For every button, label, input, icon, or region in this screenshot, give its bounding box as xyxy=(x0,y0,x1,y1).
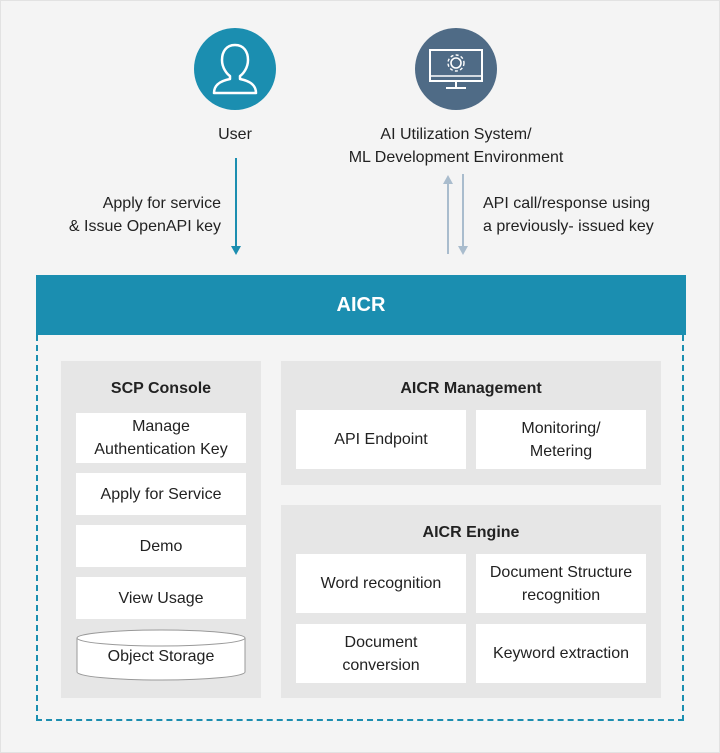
manage-auth-key-line1: Manage xyxy=(132,418,190,435)
word-recognition-label: Word recognition xyxy=(320,575,442,592)
keyword-extraction-box: Keyword extraction xyxy=(476,624,646,683)
aicr-container xyxy=(36,275,684,721)
object-storage-label: Object Storage xyxy=(107,648,215,665)
database-icon xyxy=(76,629,246,681)
view-usage-label: View Usage xyxy=(118,589,204,607)
scp-console-title: SCP Console xyxy=(110,380,212,397)
monitoring-line1: Monitoring/ xyxy=(521,419,601,437)
user-flow-label: Apply for service & Issue OpenAPI key xyxy=(41,192,221,238)
system-label: AI Utilization System/ ML Development En… xyxy=(311,123,601,169)
flow-arrows xyxy=(231,158,468,255)
scp-console-panel: SCP Console Manage Authentication Key Ap… xyxy=(61,361,261,698)
api-endpoint-label: API Endpoint xyxy=(334,431,428,448)
system-flow-line2: a previously- issued key xyxy=(483,218,654,235)
user-flow-line1: Apply for service xyxy=(102,195,221,212)
api-endpoint-box: API Endpoint xyxy=(296,410,466,469)
user-flow-line2: & Issue OpenAPI key xyxy=(68,218,221,235)
user-arrow xyxy=(231,158,241,255)
doc-structure-box: Document Structure recognition xyxy=(476,554,646,613)
aicr-title: AICR xyxy=(336,293,386,316)
aicr-header: AICR xyxy=(36,275,686,335)
user-circle xyxy=(194,28,276,110)
apply-for-service-box: Apply for Service xyxy=(76,473,246,515)
system-label-line2: ML Development Environment xyxy=(348,149,564,166)
doc-conversion-line2: conversion xyxy=(342,656,420,674)
apply-for-service-label: Apply for Service xyxy=(100,485,222,503)
doc-conversion-box: Document conversion xyxy=(296,624,466,683)
demo-label: Demo xyxy=(139,537,183,555)
call-arrow-up xyxy=(443,175,453,254)
monitor-icon xyxy=(429,49,483,89)
manage-auth-key-box: Manage Authentication Key xyxy=(76,413,246,463)
aicr-engine-panel: AICR Engine Word recognition Document St… xyxy=(281,505,661,698)
word-recognition-box: Word recognition xyxy=(296,554,466,613)
doc-structure-line2: recognition xyxy=(521,586,601,604)
manage-auth-key-line2: Authentication Key xyxy=(94,441,228,458)
keyword-extraction-label: Keyword extraction xyxy=(492,645,630,662)
aicr-management-title: AICR Management xyxy=(400,380,542,397)
aicr-management-panel: AICR Management API Endpoint Monitoring/… xyxy=(281,361,661,485)
aicr-engine-title: AICR Engine xyxy=(422,524,520,541)
view-usage-box: View Usage xyxy=(76,577,246,619)
monitoring-line2: Metering xyxy=(529,442,593,460)
system-label-line1: AI Utilization System/ xyxy=(380,126,532,143)
monitoring-metering-box: Monitoring/ Metering xyxy=(476,410,646,469)
doc-conversion-line1: Document xyxy=(344,633,418,651)
response-arrow-down xyxy=(458,174,468,255)
user-icon xyxy=(212,43,258,95)
doc-structure-line1: Document Structure xyxy=(489,563,633,581)
user-label: User xyxy=(218,126,252,143)
system-flow-line1: API call/response using xyxy=(483,195,651,212)
object-storage-cylinder: Object Storage xyxy=(76,629,246,681)
system-flow-label: API call/response using a previously- is… xyxy=(483,192,703,238)
demo-box: Demo xyxy=(76,525,246,567)
system-circle xyxy=(415,28,497,110)
